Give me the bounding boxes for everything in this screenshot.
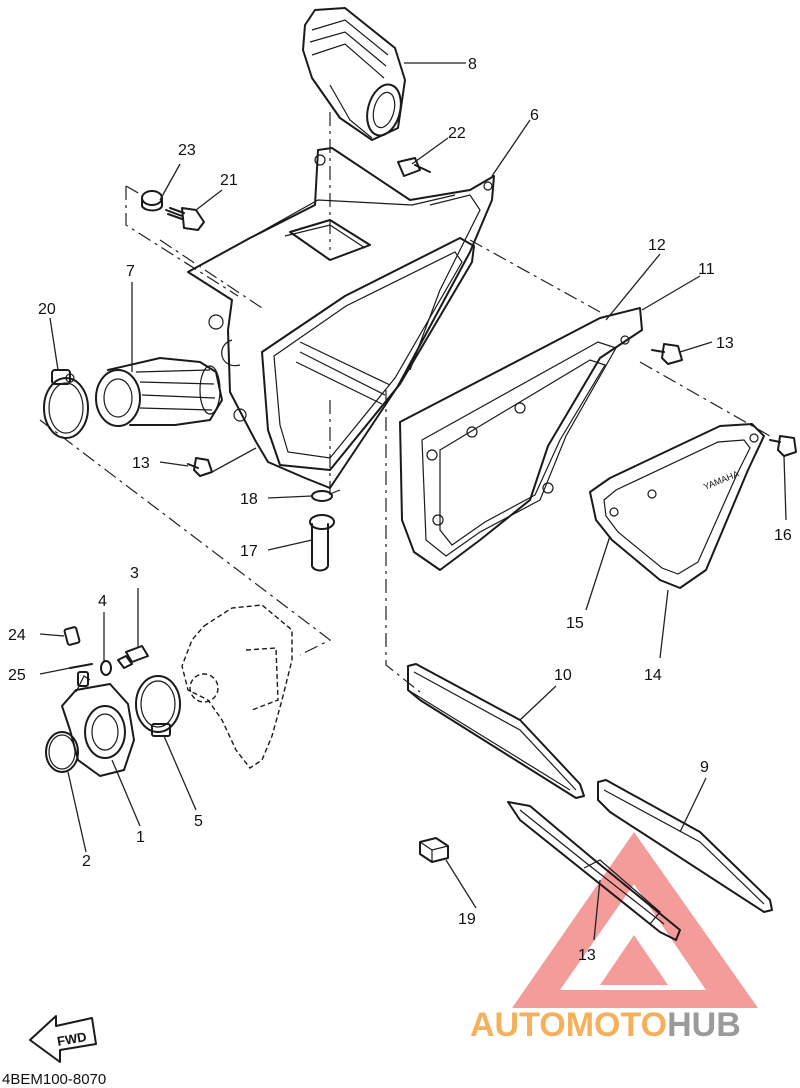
callout-19: 18	[240, 491, 258, 508]
part-4-washer	[100, 660, 112, 676]
callout-10: 10	[554, 667, 572, 684]
watermark-logo	[512, 832, 758, 1008]
part-13a-bolt	[651, 343, 683, 365]
callout-24: 23	[178, 142, 196, 159]
part-7-joint	[95, 357, 223, 427]
callout-3: 3	[130, 565, 139, 582]
callout-11: 11	[698, 261, 715, 278]
callout-13-left: 13	[132, 455, 150, 472]
callout-2: 2	[82, 853, 91, 870]
part-15-cover: YAMAHA	[589, 423, 765, 589]
part-20-foam-block	[419, 837, 449, 863]
part-21-clamp	[43, 369, 89, 439]
part-26-spring-pin	[69, 663, 93, 669]
callout-1: 1	[136, 829, 145, 846]
part-3-screw	[117, 645, 149, 669]
callout-4: 4	[98, 593, 107, 610]
part-9-filter-plate	[597, 779, 773, 913]
part-13b-bolt	[187, 457, 213, 477]
part-2-o-ring	[45, 731, 79, 773]
callout-16: 15	[566, 615, 584, 632]
watermark-moto: MOTO	[566, 1006, 667, 1044]
part-18-drain-plug	[309, 514, 335, 572]
part-25-collar	[63, 626, 81, 646]
part-14-filter-guide	[507, 801, 681, 941]
callout-12: 12	[648, 237, 666, 254]
part-8-intake-duct	[302, 7, 406, 141]
callout-17: 16	[774, 527, 792, 544]
carburetor-phantom	[181, 604, 293, 769]
part-22-bolt	[165, 207, 205, 231]
callout-13-right: 13	[716, 335, 734, 352]
callout-23: 22	[448, 125, 466, 142]
callout-26: 25	[8, 667, 26, 684]
callout-9: 9	[700, 759, 709, 776]
watermark-hub: HUB	[667, 1006, 741, 1044]
part-23-bolt	[397, 157, 431, 177]
callout-labels: 8 6 22 23 21 7 20 13 18 17 12 11 13 16 1…	[8, 56, 792, 964]
callout-22: 21	[220, 172, 238, 189]
callout-21: 20	[38, 301, 56, 318]
watermark-text: AUTOMOTOHUB	[470, 1006, 741, 1044]
callout-8: 8	[468, 56, 477, 73]
svg-text:AUTOMOTOHUB: AUTOMOTOHUB	[470, 1006, 741, 1044]
part-5-clamp	[135, 675, 181, 737]
part-10-filter-element	[407, 663, 585, 799]
callout-18: 17	[240, 543, 258, 560]
part-24-collar	[141, 190, 163, 212]
callout-25: 24	[8, 627, 26, 644]
part-19-clip	[311, 489, 341, 502]
watermark-auto: AUTO	[470, 1006, 566, 1044]
callout-5: 5	[194, 813, 203, 830]
part-12-gasket	[399, 307, 643, 571]
diagram-code: 4BEM100-8070	[2, 1071, 106, 1088]
callout-6: 6	[530, 107, 539, 124]
part-17-screw	[769, 435, 797, 457]
callout-14: 13	[578, 947, 596, 964]
leader-lines	[39, 62, 787, 941]
part-6-air-box	[187, 147, 495, 489]
fwd-label: FWD	[56, 1029, 88, 1049]
callout-7: 7	[126, 263, 135, 280]
fwd-arrow: FWD	[29, 1015, 97, 1063]
callout-20: 19	[458, 911, 476, 928]
assembly-lines	[39, 112, 771, 693]
callout-15: 14	[644, 667, 662, 684]
